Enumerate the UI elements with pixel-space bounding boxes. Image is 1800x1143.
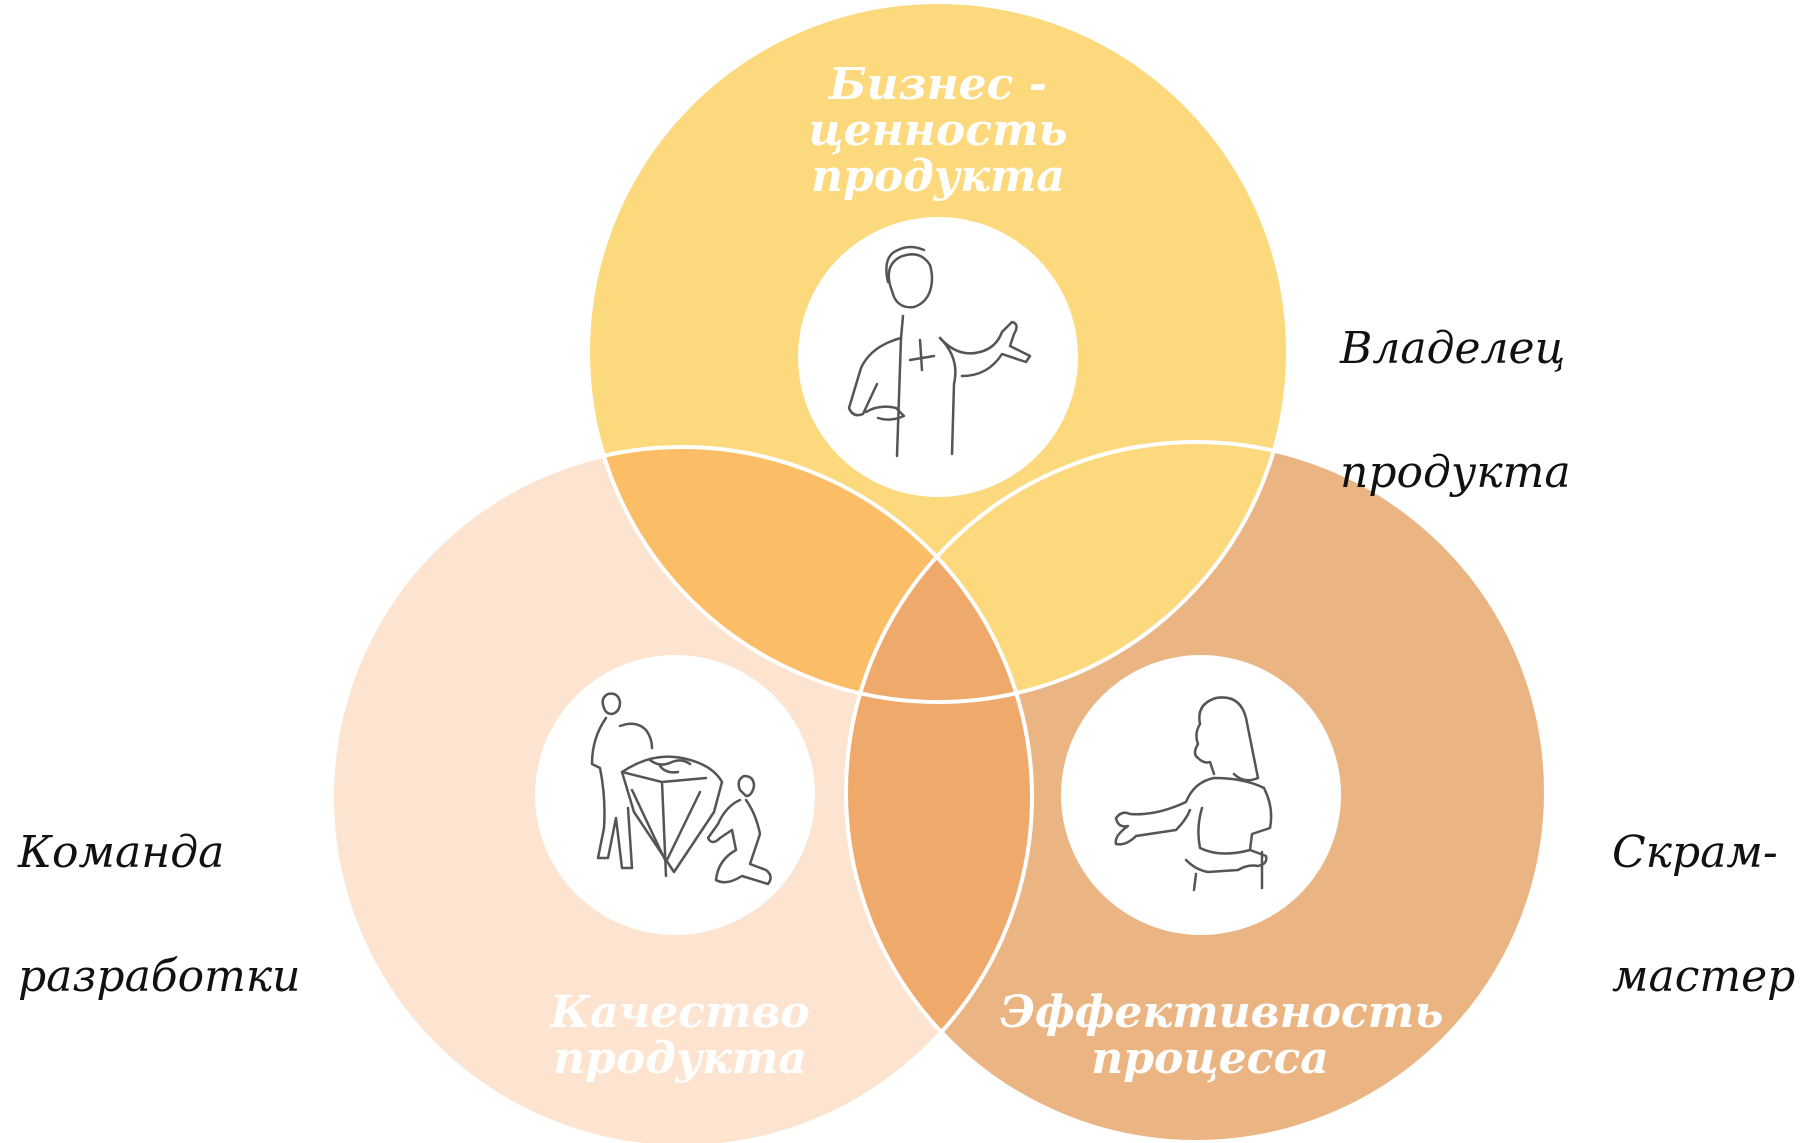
role-dev-team: Команда разработки <box>18 760 300 1070</box>
label-efficiency: Эффективность процесса <box>1000 990 1420 1082</box>
inner-circle-left <box>535 655 815 935</box>
role-scrum-master: Скрам- мастер <box>1612 760 1795 1070</box>
inner-circle-top <box>798 217 1078 497</box>
label-quality: Качество продукта <box>530 990 830 1082</box>
inner-circle-right <box>1061 655 1341 935</box>
role-product-owner: Владелец продукта <box>1340 256 1571 566</box>
label-business-value: Бизнес - ценность продукта <box>788 62 1088 200</box>
